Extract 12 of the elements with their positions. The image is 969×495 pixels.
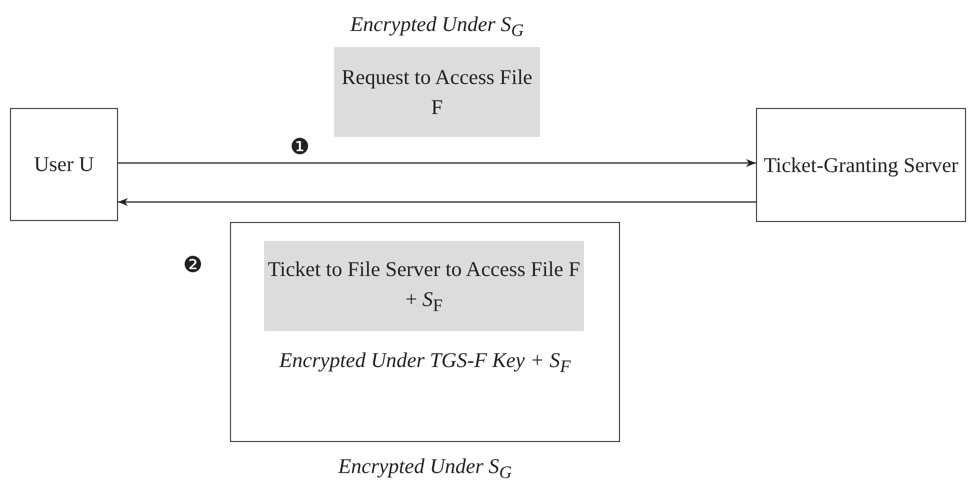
message-box — [264, 241, 584, 331]
entity-box — [10, 108, 118, 221]
encryption-note: Encrypted Under TGS-F Key + S$_{F}$ — [278, 347, 572, 378]
box-text: Ticket to File Server to Access File F + S$_{F}$ — [266, 256, 582, 318]
arrow — [118, 159, 756, 167]
arrow — [118, 198, 756, 206]
entity-box — [756, 108, 966, 222]
encryption-caption: Encrypted Under S$_{G}$ — [337, 453, 513, 485]
box-text: Ticket-Granting Server — [764, 152, 958, 179]
box-text: Request to Access File F — [340, 64, 534, 121]
encryption-caption: Encrypted Under S$_{G}$ — [349, 11, 525, 42]
box-text: User U — [34, 151, 94, 178]
